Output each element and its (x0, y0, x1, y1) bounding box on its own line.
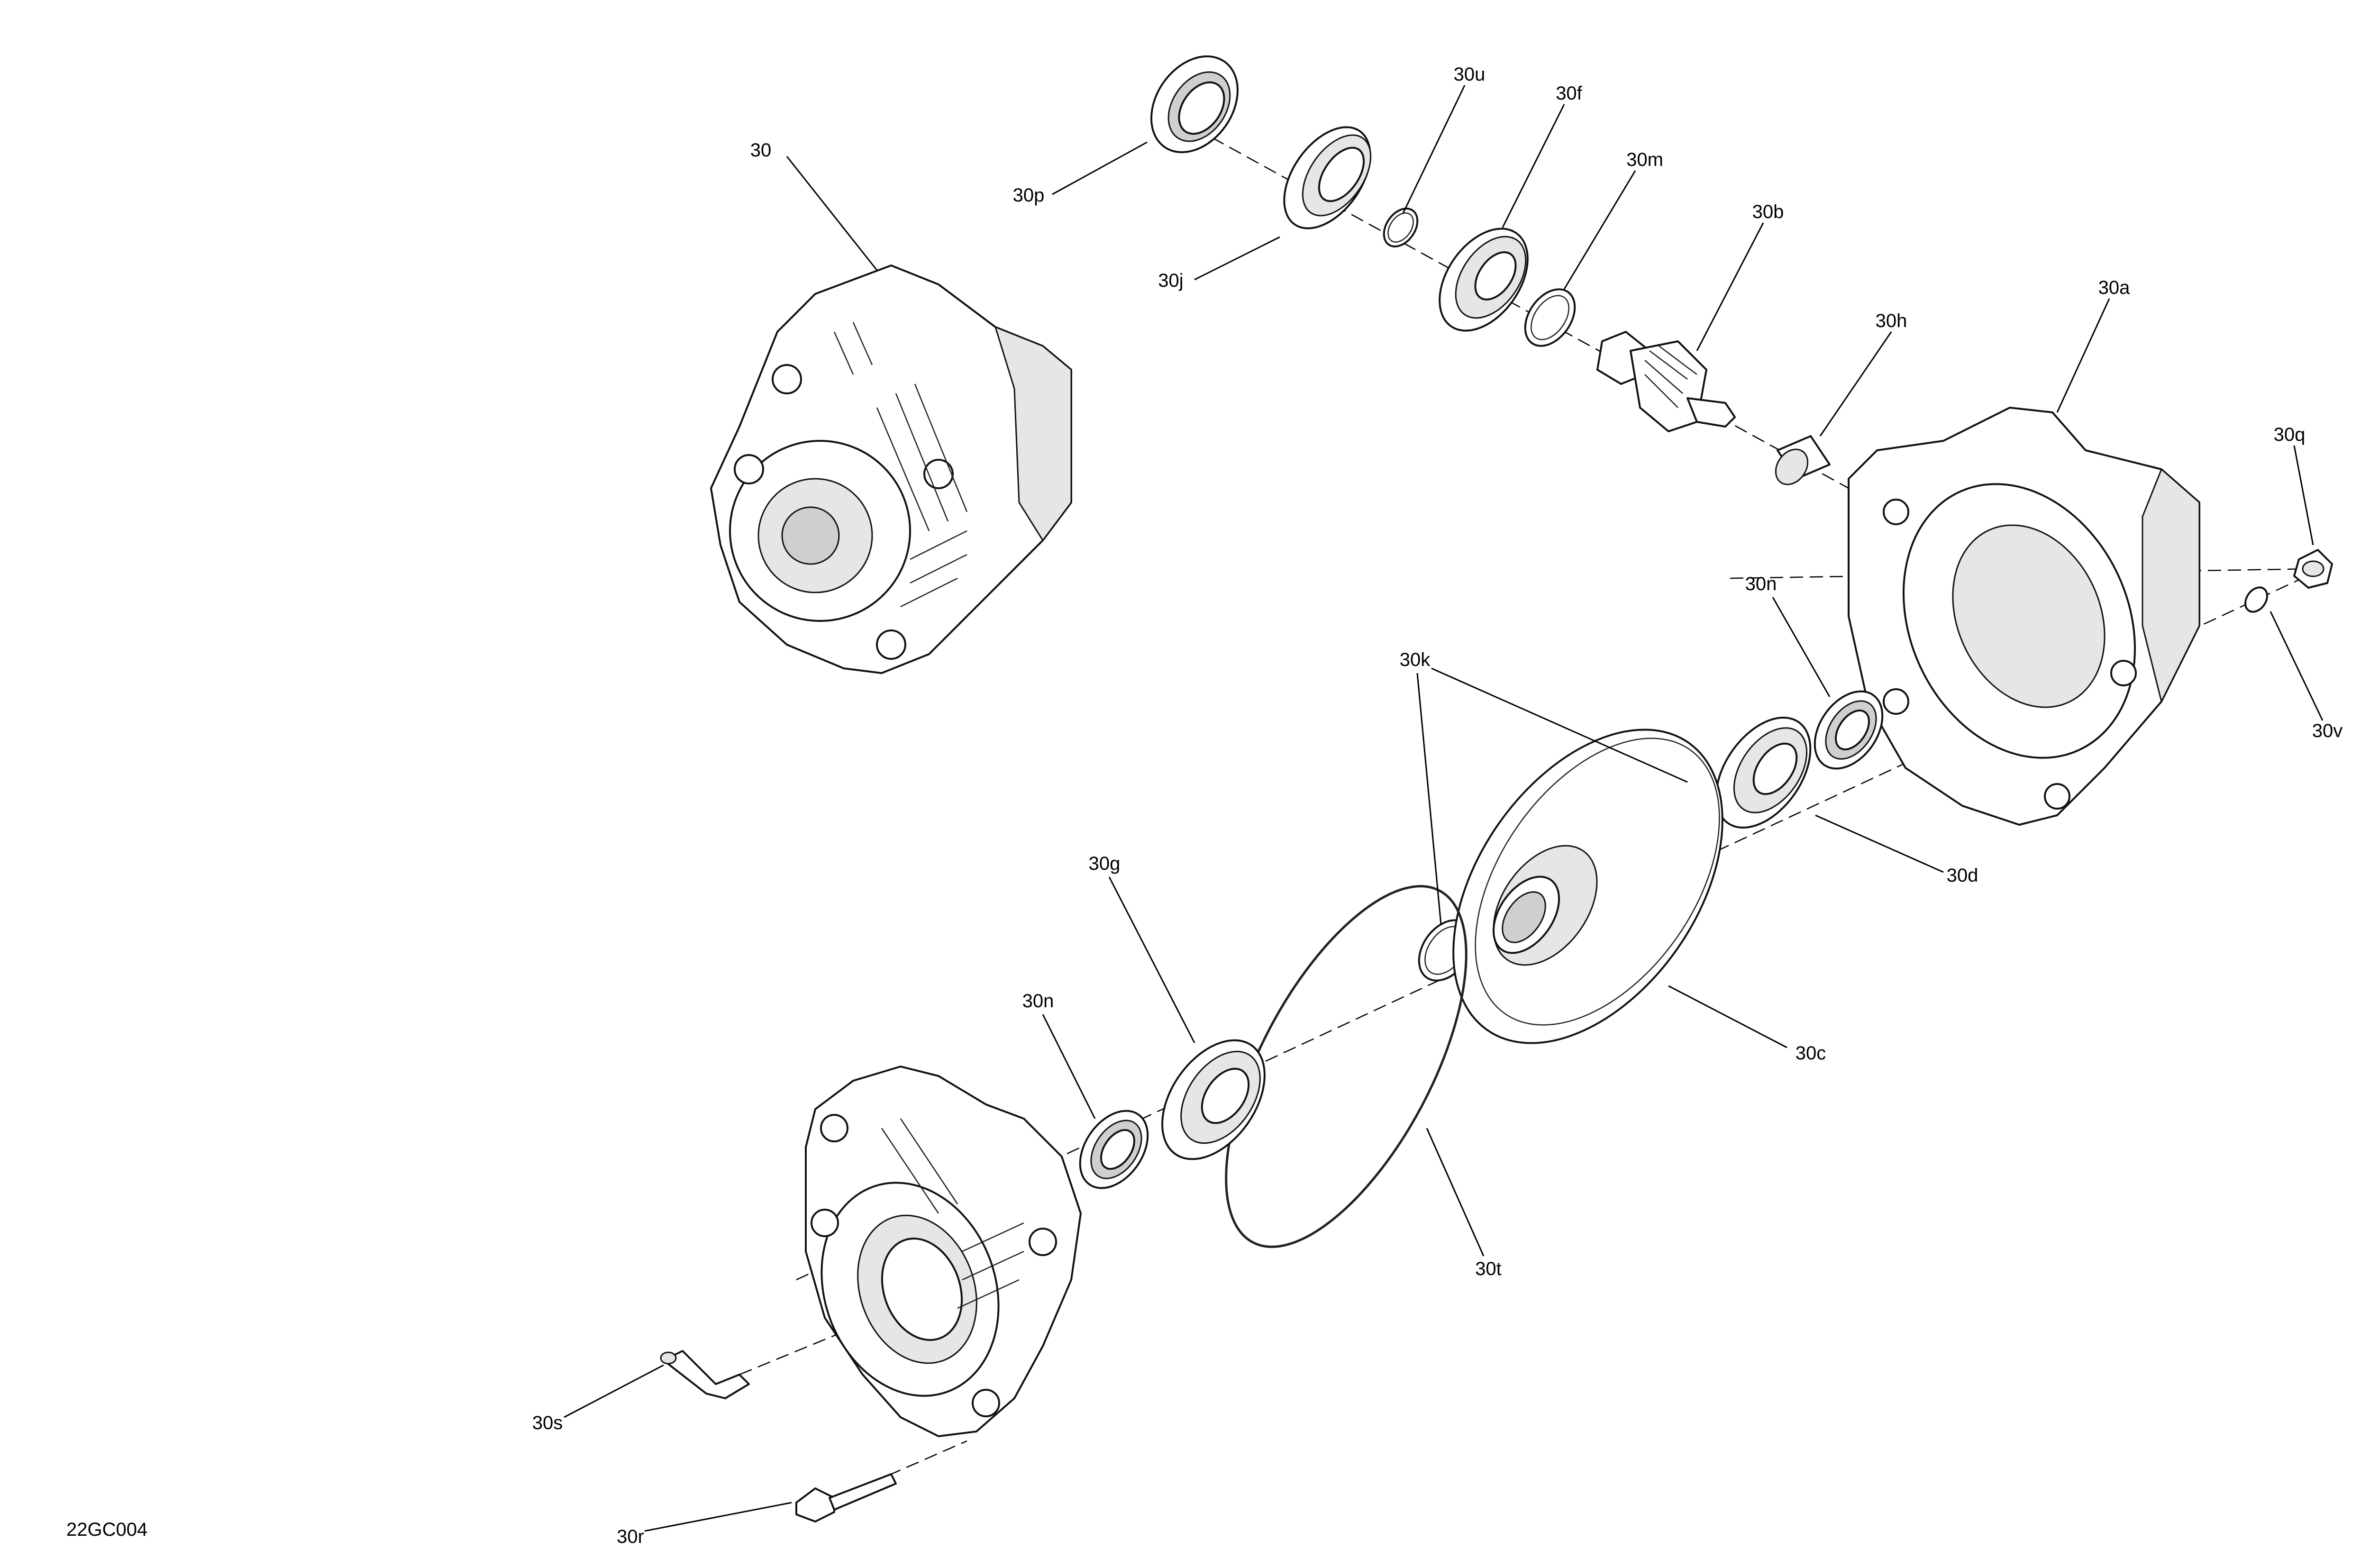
snap-ring-30u (1383, 208, 1419, 247)
label-30d: 30d (1947, 865, 1978, 886)
bolt-30r (795, 1473, 897, 1522)
label-30r: 30r (617, 1526, 644, 1547)
label-30j: 30j (1158, 270, 1183, 291)
housing-30 (710, 264, 1072, 674)
seal-30p (1150, 55, 1239, 154)
label-30q: 30q (2274, 424, 2306, 445)
o-ring-30t (1225, 885, 1468, 1248)
label-30b: 30b (1752, 201, 1784, 222)
seal-30n-upper (1814, 690, 1884, 770)
housing-lower (805, 1066, 1082, 1437)
label-30: 30 (750, 140, 772, 161)
label-30k: 30k (1400, 649, 1431, 670)
nut-30j (1283, 126, 1372, 229)
housing-30a (1848, 407, 2200, 826)
label-30p: 30p (1013, 185, 1045, 206)
bearing-30d (1715, 717, 1812, 829)
fitting-30s (660, 1350, 750, 1399)
label-30u: 30u (1454, 64, 1486, 85)
leader-lines (564, 85, 2324, 1532)
label-30g: 30g (1089, 853, 1121, 874)
shim-30m (1524, 288, 1576, 347)
label-30t: 30t (1475, 1258, 1502, 1279)
pinion-30b (1596, 331, 1736, 432)
label-30c: 30c (1796, 1043, 1826, 1064)
needle-bearing-30h (1775, 435, 1831, 485)
label-30s: 30s (532, 1413, 563, 1433)
ring-gear-30c (1452, 729, 1723, 1044)
bearing-30f (1439, 228, 1529, 332)
seal-30n-lower (1079, 1110, 1149, 1189)
bearing-30g (1161, 1039, 1266, 1160)
plug-30q (2293, 549, 2333, 589)
washer-30v (2244, 586, 2268, 613)
label-30v: 30v (2312, 720, 2343, 741)
label-30f: 30f (1556, 83, 1582, 104)
label-30n-upper: 30n (1745, 574, 1777, 594)
label-30m: 30m (1626, 149, 1663, 170)
label-30h: 30h (1876, 310, 1907, 331)
label-30a: 30a (2098, 277, 2130, 298)
callout-labels: 30 30p 30j 30u 30f 30m 30b 30h 30a 30q 3… (532, 64, 2343, 1547)
figure-code: 22GC004 (66, 1519, 147, 1540)
label-30n-lower: 30n (1022, 991, 1054, 1012)
